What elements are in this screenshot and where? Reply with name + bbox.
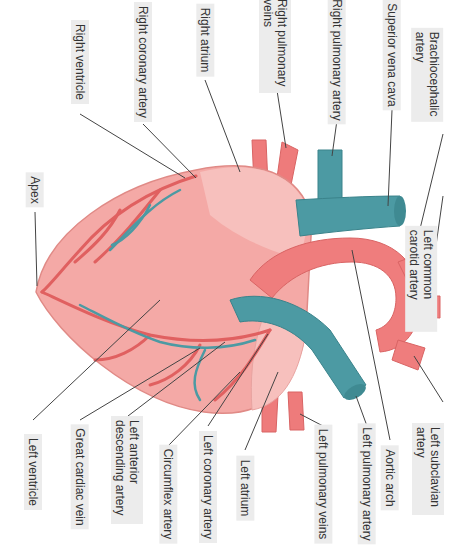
part-label: Circumflex artery (159, 445, 177, 544)
part-label: Left atrium (236, 456, 254, 521)
part-label: Left ventricle (24, 434, 42, 510)
part-label: Right atrium (196, 4, 214, 77)
part-label: Right coronary artery (134, 2, 152, 122)
part-label: Left coronary artery (199, 431, 217, 543)
part-label: Left pulmonary veins (314, 425, 332, 544)
part-label: Brachiocephalic artery (411, 28, 443, 122)
part-label: Apex (26, 172, 44, 207)
part-label: Left common carotid artery (405, 226, 437, 332)
part-label: Superior vena cava (383, 0, 401, 111)
part-label: Left subclavian artery (412, 423, 444, 515)
part-label: Right pulmonary veins (259, 0, 291, 93)
part-label: Aortic arch (381, 445, 399, 510)
part-label: Left pulmonary artery (358, 423, 376, 544)
part-label: Great cardiac vein (71, 424, 89, 529)
part-label: Right pulmonary artery (328, 0, 346, 125)
part-label: Left anterior descending artery (111, 416, 143, 524)
part-label: Right ventricle (71, 20, 89, 104)
